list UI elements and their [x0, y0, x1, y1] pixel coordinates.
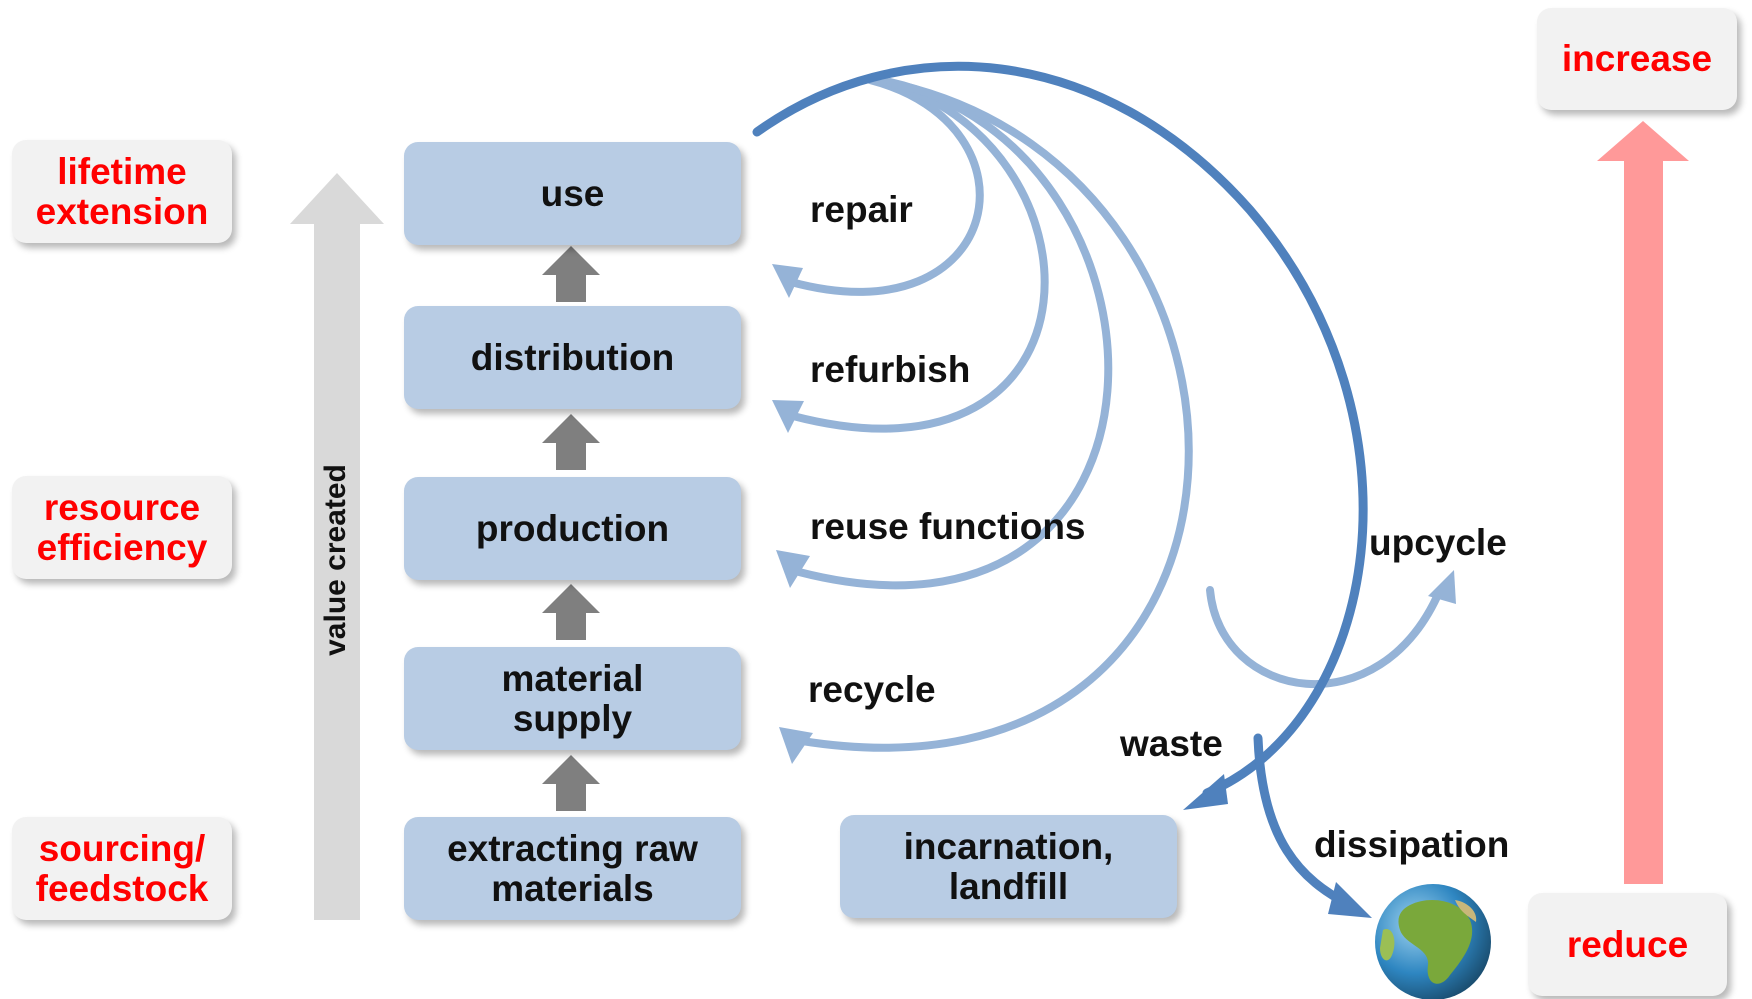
step-arrow-production-to-distribution — [542, 414, 600, 470]
reuse-functions-label: reuse functions — [810, 506, 1086, 547]
recycle-loop — [798, 81, 1193, 752]
strategy-resource-efficiency: resource efficiency — [12, 476, 232, 579]
strategy-sourcing-feedstock: sourcing/ feedstock — [12, 817, 232, 920]
stage-material-supply: material supply — [404, 647, 741, 750]
dissipation-path — [1253, 733, 1355, 910]
waste-label: waste — [1120, 723, 1223, 764]
refurbish-loop — [789, 76, 1049, 433]
value-created-label: value created — [319, 464, 352, 656]
step-arrow-extract-to-supply — [542, 755, 600, 811]
upcycle-arrowhead — [1428, 570, 1456, 604]
recycle-arrowhead — [779, 727, 813, 764]
dissipation-label: dissipation — [1314, 824, 1510, 865]
stage-use: use — [404, 142, 741, 245]
dissipation-arrowhead — [1328, 882, 1372, 918]
upcycle-label: upcycle — [1369, 522, 1507, 563]
upcycle-branch — [1206, 586, 1444, 689]
recycle-label: recycle — [808, 669, 936, 710]
waste-path — [752, 61, 1368, 798]
disposal-box: incarnation, landfill — [840, 815, 1177, 918]
refurbish-label: refurbish — [810, 349, 971, 390]
scale-arrow — [1597, 121, 1689, 884]
strategy-lifetime-extension: lifetime extension — [12, 140, 232, 243]
repair-arrowhead — [772, 264, 803, 298]
stage-distribution: distribution — [404, 306, 741, 409]
refurbish-arrowhead — [772, 400, 804, 433]
globe-earth-icon — [1375, 884, 1491, 999]
step-arrow-supply-to-production — [542, 584, 600, 640]
reuse-functions-arrowhead — [776, 550, 810, 588]
increase-box: increase — [1537, 8, 1737, 110]
reuse-functions-loop — [795, 78, 1113, 590]
waste-arrowhead — [1183, 774, 1228, 810]
repair-loop — [787, 76, 984, 296]
value-created-arrow — [290, 173, 384, 920]
reduce-box: reduce — [1528, 893, 1727, 996]
repair-label: repair — [810, 189, 913, 230]
stage-production: production — [404, 477, 741, 580]
stage-extracting-raw-materials: extracting raw materials — [404, 817, 741, 920]
step-arrow-distribution-to-use — [542, 246, 600, 302]
